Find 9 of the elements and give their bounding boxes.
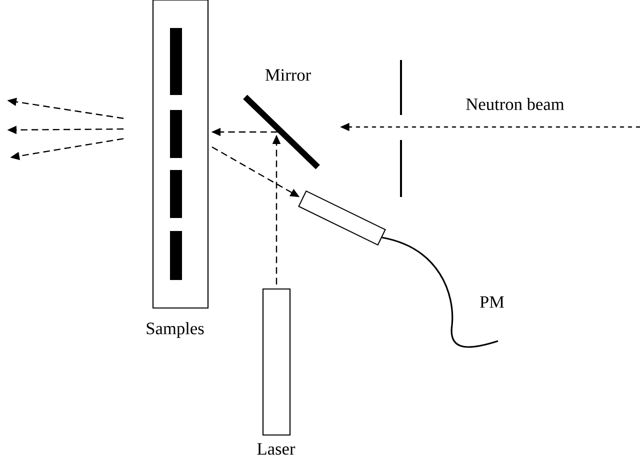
mirror: Mirror [243,69,320,170]
node-label: Laser [257,443,296,455]
node-label: PM [480,296,504,308]
laser: Laser [257,288,296,455]
detector: PM [298,190,504,348]
node-label: Samples [146,322,204,338]
beam-label: Neutron beam [466,98,564,110]
sample-holder: Samples [146,0,209,338]
node-label: Mirror [265,69,311,81]
